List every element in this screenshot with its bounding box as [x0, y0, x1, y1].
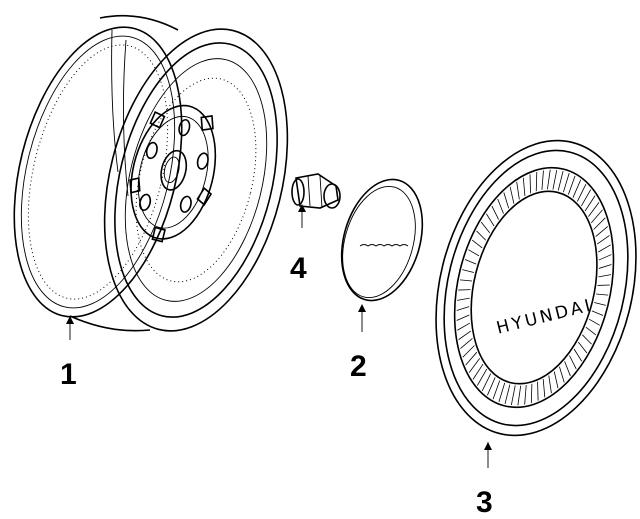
vent-tick	[584, 195, 596, 212]
vent-slot	[149, 111, 166, 129]
vent-tick	[541, 170, 544, 190]
vent-tick	[557, 170, 564, 191]
vent-tick	[535, 171, 538, 192]
vent-tick	[491, 205, 500, 220]
wheel-cover-brand-text: HYUNDAI	[495, 295, 596, 338]
center-cap	[340, 178, 424, 332]
vent-tick	[598, 254, 612, 261]
vent-tick	[597, 235, 610, 245]
vent-tick	[457, 322, 471, 331]
vent-tick	[460, 338, 473, 349]
vent-tick	[593, 217, 606, 230]
callout-3: 3	[476, 486, 493, 519]
wheel-barrel	[69, 14, 179, 332]
vent-tick	[458, 330, 472, 340]
vent-tick	[497, 198, 504, 214]
vent-tick	[471, 239, 483, 249]
vent-tick	[456, 314, 470, 321]
vent-tick	[486, 213, 495, 227]
callout-4: 4	[290, 252, 307, 285]
vent-tick	[591, 209, 603, 224]
vent-tick	[468, 249, 480, 257]
vent-tick	[510, 385, 516, 406]
lug-hole	[196, 152, 209, 170]
vent-tick	[498, 382, 506, 403]
vent-tick	[459, 279, 473, 282]
vent-tick	[468, 358, 481, 373]
vent-tick	[524, 385, 527, 405]
vent-tick	[591, 310, 604, 316]
vent-tick	[548, 375, 552, 394]
vent-tick	[492, 380, 501, 400]
vent-tick	[547, 169, 551, 190]
vent-tick	[516, 181, 520, 200]
vent-tick	[559, 366, 565, 383]
vent-tick	[465, 351, 478, 366]
vent-tick	[517, 385, 522, 406]
vent-tick	[588, 318, 600, 326]
vent-tick	[598, 244, 611, 253]
vent-tick	[578, 341, 588, 354]
vent-tick	[504, 384, 511, 405]
vent-tick	[597, 284, 610, 286]
wheel-front-face	[103, 28, 289, 332]
vent-tick	[596, 293, 609, 296]
vent-tick	[476, 230, 487, 241]
vent-tick	[598, 264, 612, 269]
vent-slot	[151, 226, 166, 243]
vent-tick	[522, 177, 526, 197]
vent-tick	[594, 302, 606, 306]
vent-tick	[585, 326, 597, 336]
vent-tick	[553, 371, 559, 389]
vent-tick	[563, 172, 570, 193]
vent-tick	[529, 174, 531, 194]
wheel-hub	[130, 104, 217, 240]
wheel-center-bore	[160, 149, 188, 191]
center-cap-logo	[359, 244, 409, 247]
vent-tick	[509, 186, 515, 204]
vent-tick	[595, 226, 608, 237]
lug-hole	[145, 141, 158, 160]
vent-slot	[196, 187, 213, 206]
vent-tick	[564, 361, 571, 377]
callout-2: 2	[350, 350, 367, 383]
vent-tick	[552, 169, 558, 190]
vent-tick	[503, 192, 510, 209]
vent-tick	[462, 345, 475, 358]
vent-tick	[487, 377, 496, 396]
vent-tick	[472, 363, 484, 380]
vent-tick	[457, 297, 470, 301]
vent-tick	[573, 348, 583, 362]
wheel-cover: HYUNDAI	[435, 139, 637, 468]
vent-tick	[581, 189, 592, 207]
vent-tick	[588, 202, 600, 217]
lug-hole	[179, 195, 192, 213]
vent-tick	[481, 373, 492, 392]
vent-tick	[582, 334, 592, 345]
vent-tick	[572, 179, 582, 198]
vent-tick	[577, 184, 587, 202]
vent-tick	[542, 379, 546, 398]
vent-tick	[464, 259, 477, 265]
vent-tick	[598, 274, 612, 278]
wheel-cover-vent-ring	[456, 169, 612, 406]
vent-tick	[480, 221, 491, 234]
callout-1: 1	[60, 358, 77, 391]
vent-tick	[569, 355, 577, 370]
lug-nut	[291, 173, 341, 228]
vent-slot	[129, 177, 141, 194]
vent-slot	[200, 115, 214, 131]
vent-tick	[537, 381, 539, 401]
vent-tick	[458, 289, 471, 291]
vent-tick	[456, 306, 470, 311]
lug-hole	[178, 118, 191, 137]
vent-tick	[530, 383, 533, 404]
vent-tick	[462, 269, 474, 273]
wheel	[13, 14, 289, 340]
vent-tick	[567, 175, 576, 195]
lug-hole	[139, 193, 152, 212]
vent-tick	[477, 368, 488, 386]
